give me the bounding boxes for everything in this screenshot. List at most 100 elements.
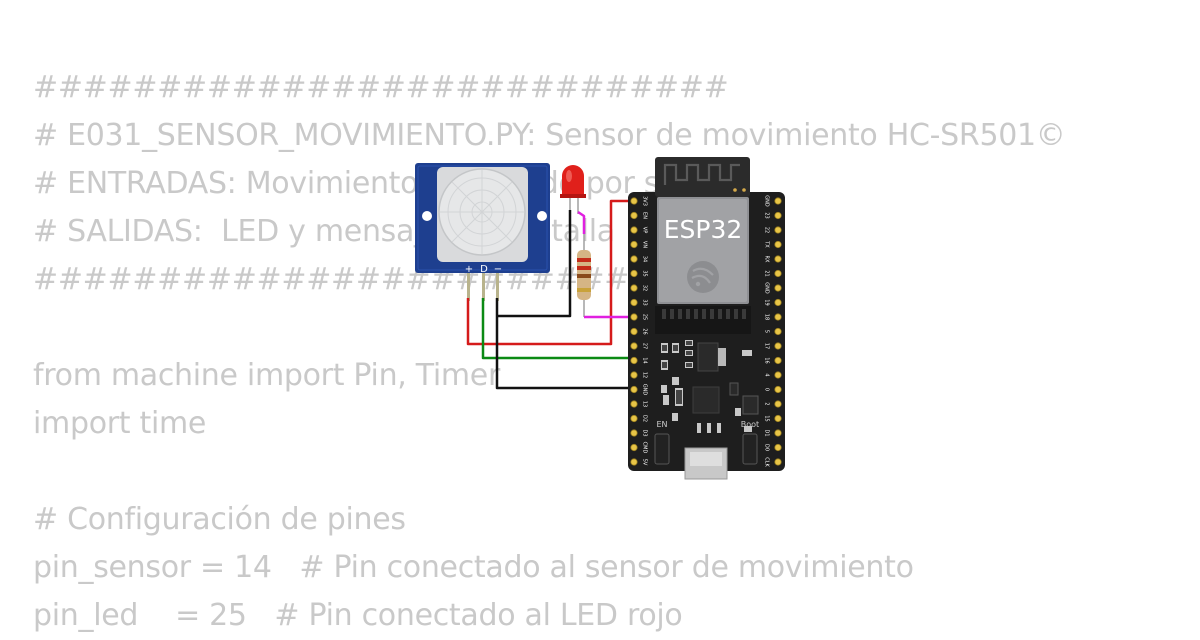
pin-pad[interactable] — [630, 284, 638, 292]
pir-sensor[interactable]: + D − — [415, 163, 550, 301]
boot-button[interactable] — [742, 433, 758, 465]
wire-led-anode — [577, 210, 586, 234]
pin-label: 22 — [764, 227, 770, 233]
red-led[interactable] — [560, 165, 586, 214]
pin-pad[interactable] — [630, 414, 638, 423]
wire-led-gnd — [497, 210, 572, 318]
pin-pad[interactable] — [774, 385, 782, 394]
pin-pad[interactable] — [630, 211, 638, 220]
pin-pad[interactable] — [630, 269, 638, 278]
pin-pad[interactable] — [630, 226, 638, 234]
resistor[interactable] — [577, 232, 591, 317]
pin-label: CLK — [764, 457, 770, 467]
pin-label: 3V3 — [642, 196, 648, 206]
pin-pad[interactable] — [774, 313, 782, 321]
pin-label: 2 — [764, 402, 770, 405]
pin-pad[interactable] — [774, 298, 782, 307]
pin-pad[interactable] — [630, 313, 638, 321]
pin-label: 0 — [764, 388, 770, 391]
code-line: import time — [33, 406, 207, 441]
pin-pad[interactable] — [630, 327, 638, 336]
pin-label: 26 — [642, 328, 648, 334]
wire-data — [481, 298, 634, 360]
pin-pad[interactable] — [630, 342, 638, 350]
code-editor-background: ############################ # E031_SENSO… — [33, 64, 1066, 640]
pin-label: 27 — [642, 343, 648, 349]
pin-pad[interactable] — [630, 385, 638, 394]
code-line: ############################ — [33, 70, 729, 105]
espressif-logo-icon — [687, 261, 719, 293]
left-pin-header: 3V3ENVPVN343532332526271412GND13D2D3CMD5… — [630, 196, 648, 466]
pin-label: 17 — [764, 343, 770, 349]
esp32-board[interactable]: ESP32 — [628, 157, 785, 480]
pin-pad[interactable] — [630, 371, 638, 379]
pin-label: GND — [764, 282, 770, 294]
esp32-label: ESP32 — [664, 215, 743, 244]
code-line: ############################ — [33, 262, 729, 297]
code-line: # Configuración de pines — [33, 502, 406, 537]
pin-pad[interactable] — [774, 443, 782, 452]
pin-label: 23 — [764, 212, 770, 218]
pir-pin-label-data: D — [480, 264, 488, 275]
pin-pad[interactable] — [630, 255, 638, 263]
pin-label: 21 — [764, 270, 770, 276]
pin-pad[interactable] — [630, 400, 638, 408]
pin-label: D2 — [642, 415, 648, 422]
pin-label: GND — [764, 195, 770, 207]
pin-pad[interactable] — [630, 197, 638, 205]
pin-label: 33 — [642, 299, 648, 305]
pin-pad[interactable] — [630, 298, 638, 307]
code-line: from machine import Pin, Timer — [33, 358, 501, 393]
pin-label: TX — [764, 240, 770, 248]
pin-label: D1 — [764, 429, 770, 436]
pin-label: 5 — [764, 330, 770, 333]
pin-label: 34 — [642, 256, 648, 262]
pin-pad[interactable] — [774, 255, 782, 263]
pin-label: EN — [642, 212, 648, 219]
pin-pad[interactable] — [630, 458, 638, 466]
code-line: pin_led = 25 # Pin conectado al LED rojo — [33, 598, 683, 633]
pin-pad[interactable] — [630, 443, 638, 452]
pin-label: D3 — [642, 429, 648, 436]
pin-pad[interactable] — [774, 211, 782, 220]
pin-pad[interactable] — [774, 342, 782, 350]
pin-label: 5V — [642, 459, 648, 466]
pin-label: RX — [764, 256, 770, 263]
pin-pad[interactable] — [774, 458, 782, 466]
code-line: # E031_SENSOR_MOVIMIENTO.PY: Sensor de m… — [33, 118, 1066, 153]
pir-pin-label-gnd: − — [494, 264, 502, 275]
pin-pad[interactable] — [774, 371, 782, 379]
pin-label: 25 — [642, 314, 648, 320]
code-line: pin_sensor = 14 # Pin conectado al senso… — [33, 550, 914, 585]
pin-pad[interactable] — [630, 356, 638, 365]
pin-label: GND — [642, 384, 648, 396]
pin-label: 35 — [642, 270, 648, 276]
pin-pad[interactable] — [774, 269, 782, 278]
pin-label: 19 — [764, 299, 770, 305]
pin-pad[interactable] — [774, 400, 782, 408]
pin-pad[interactable] — [774, 356, 782, 365]
wire-gnd — [495, 298, 634, 390]
pir-pin-label-vcc: + — [465, 264, 473, 275]
pin-pad[interactable] — [630, 429, 638, 437]
pin-label: 12 — [642, 372, 648, 378]
pin-pad[interactable] — [774, 197, 782, 205]
pin-pad[interactable] — [774, 284, 782, 292]
pin-pad[interactable] — [774, 414, 782, 423]
pin-pad[interactable] — [630, 240, 638, 249]
pin-pad[interactable] — [774, 429, 782, 437]
pin-label: 18 — [764, 314, 770, 320]
pin-label: D0 — [764, 444, 770, 451]
pin-pad[interactable] — [774, 226, 782, 234]
pin-label: 32 — [642, 285, 648, 291]
pin-label: VN — [642, 241, 648, 248]
pin-label: 14 — [642, 357, 648, 363]
pin-label: 16 — [764, 357, 770, 363]
pin-pad[interactable] — [774, 240, 782, 249]
pin-label: VP — [642, 227, 648, 233]
pin-pad[interactable] — [774, 327, 782, 336]
en-button[interactable] — [654, 433, 670, 465]
wires — [466, 199, 634, 390]
